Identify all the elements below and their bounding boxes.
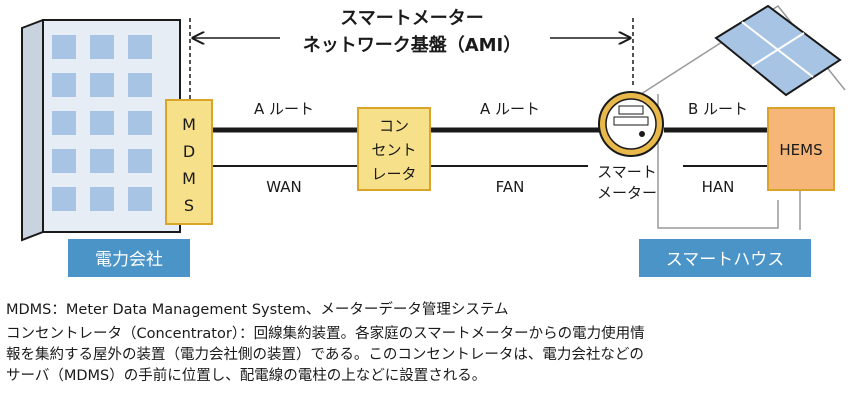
a-route-label-left: A ルート xyxy=(254,100,314,118)
smart-meter-icon xyxy=(598,91,664,157)
ami-title-line1: スマートメーター xyxy=(340,8,483,29)
mdms-letter-m2: M xyxy=(182,169,196,188)
mdms-box xyxy=(165,99,213,225)
a-route-label-right: A ルート xyxy=(480,100,540,118)
concentrator-label-line2: セント xyxy=(371,141,416,159)
b-route-label: B ルート xyxy=(688,100,748,118)
smart-house-label-bg xyxy=(639,239,811,277)
smart-meter-label-line1: スマート xyxy=(597,163,657,181)
han-label: HAN xyxy=(702,178,735,196)
ami-title-line2: ネットワーク基盤（AMI） xyxy=(303,34,522,56)
concentrator-definition-line1: コンセントレータ（Concentrator）：回線集約装置。各家庭のスマートメー… xyxy=(6,326,645,342)
smart-meter-label-line2: メーター xyxy=(597,184,657,202)
ami-diagram: スマートメーター ネットワーク基盤（AMI） M D M S コン セント レー… xyxy=(21,4,846,277)
fan-label: FAN xyxy=(496,178,525,196)
smart-house-label: スマートハウス xyxy=(666,250,785,270)
power-company-label-bg xyxy=(68,239,190,277)
concentrator-label-line1: コン xyxy=(379,117,409,135)
concentrator-box xyxy=(357,107,431,191)
concentrator-label-line3: レータ xyxy=(371,165,416,183)
notes: MDMS：Meter Data Management System、メーターデー… xyxy=(6,300,848,387)
concentrator-definition-line2: 報を集約する屋外の装置（電力会社側の装置）である。このコンセントレータは、電力会… xyxy=(6,347,644,363)
mdms-letter-s: S xyxy=(184,196,194,215)
concentrator-definition-line3: サーバ（MDMS）の手前に位置し、配電線の電柱の上などに設置される。 xyxy=(6,368,487,384)
power-company-building-icon xyxy=(21,19,181,242)
wan-label: WAN xyxy=(266,178,302,196)
hems-label: HEMS xyxy=(779,141,822,159)
mdms-letter-m1: M xyxy=(182,115,196,134)
mdms-letter-d: D xyxy=(183,142,195,161)
hems-box xyxy=(767,107,835,191)
power-company-label: 電力会社 xyxy=(95,250,163,270)
mdms-definition: MDMS：Meter Data Management System、メーターデー… xyxy=(6,302,509,318)
solar-panel-icon xyxy=(714,4,842,97)
